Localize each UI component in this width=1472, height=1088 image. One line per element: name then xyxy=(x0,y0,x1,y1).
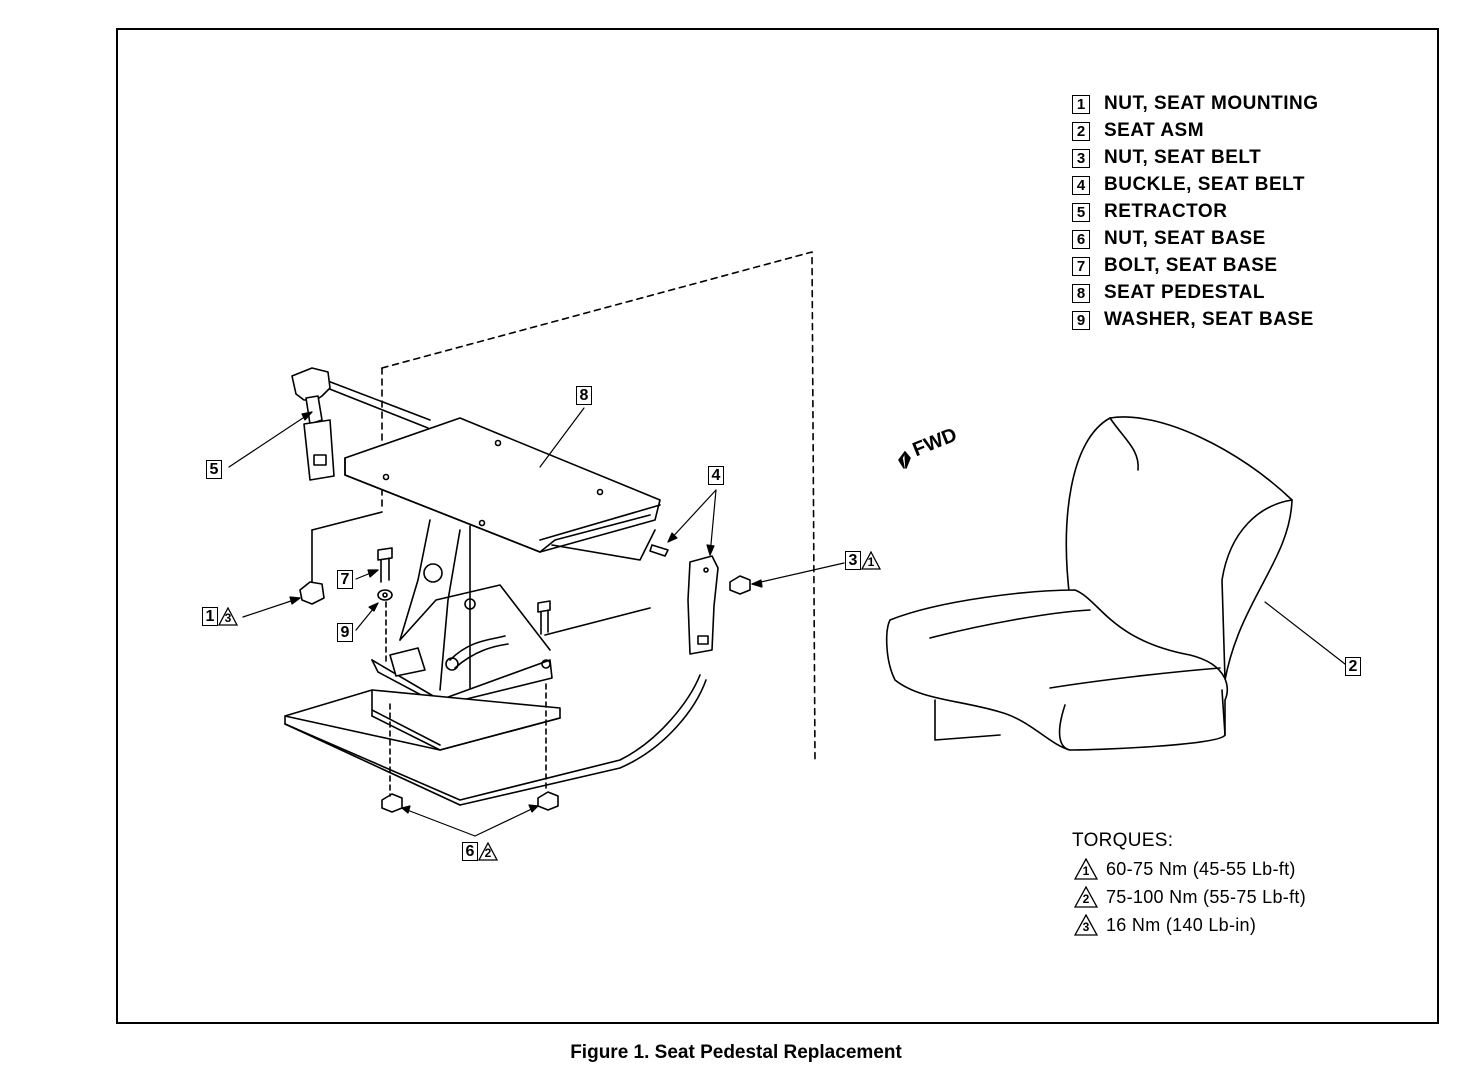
floor-panel-outline xyxy=(311,251,816,761)
callout-4: 4 xyxy=(708,466,724,485)
callout-8: 8 xyxy=(576,386,592,405)
figure-frame xyxy=(116,28,1439,1024)
torque-triangle-icon: 2 xyxy=(1073,885,1099,908)
retractor xyxy=(291,367,431,481)
torque-item-1: 1 60-75 Nm (45-55 Lb-ft) xyxy=(1073,856,1296,882)
forward-arrow-icon xyxy=(898,451,911,469)
torque-triangle-icon: 1 xyxy=(1073,857,1099,880)
torques-title: TORQUES: xyxy=(1072,830,1174,851)
figure-caption: Figure 1. Seat Pedestal Replacement xyxy=(570,1042,902,1063)
callout-9: 9 xyxy=(337,623,353,642)
torque-item-3: 3 16 Nm (140 Lb-in) xyxy=(1073,912,1256,938)
fasteners xyxy=(299,547,751,813)
callout-2: 2 xyxy=(1345,657,1361,676)
seat-assembly xyxy=(885,416,1293,751)
floor-plate xyxy=(284,607,707,806)
torque-item-2: 2 75-100 Nm (55-75 Lb-ft) xyxy=(1073,884,1306,910)
seat-belt-buckle xyxy=(649,544,719,655)
torque-triangle-icon: 3 xyxy=(1073,913,1099,936)
callout-5: 5 xyxy=(206,460,222,479)
leader-lines xyxy=(228,407,1346,837)
callout-7: 7 xyxy=(337,570,353,589)
seat-pedestal xyxy=(344,417,661,706)
